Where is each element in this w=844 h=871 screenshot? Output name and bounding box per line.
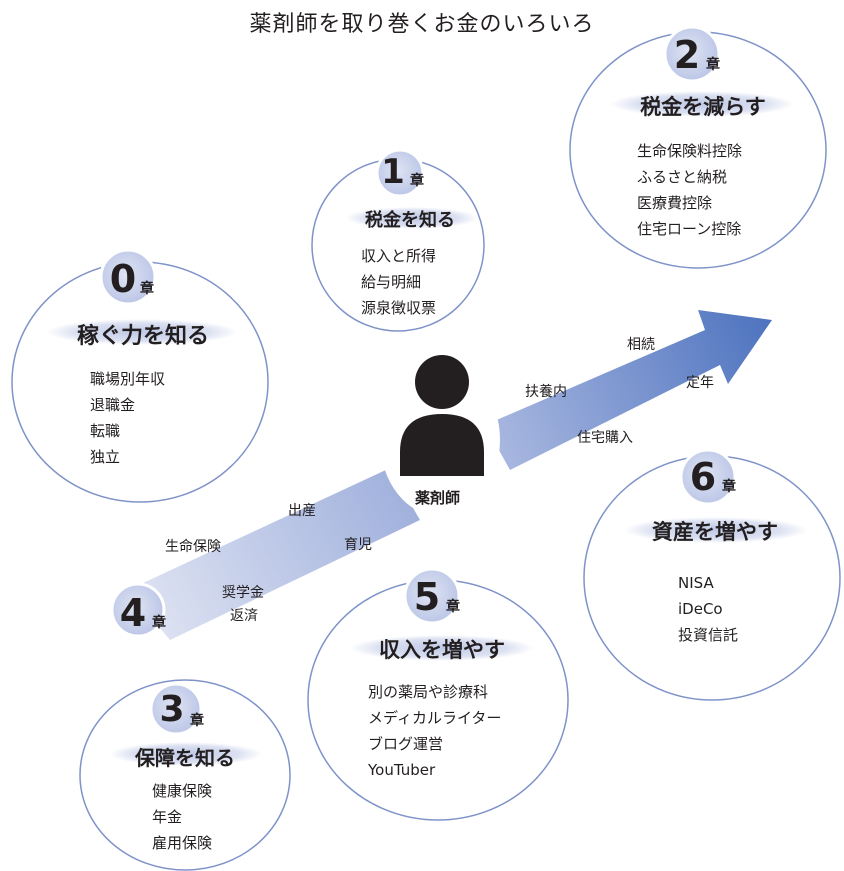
chapter-2-suffix: 章 <box>706 57 720 73</box>
pharmacist-label: 薬剤師 <box>415 489 461 507</box>
chapter-1-suffix: 章 <box>410 173 424 189</box>
list-item: YouTuber <box>368 761 436 779</box>
list-item: 住宅ローン控除 <box>637 220 742 238</box>
lower-arrow <box>128 468 420 640</box>
list-item: 健康保険 <box>152 782 213 800</box>
page-title: 薬剤師を取り巻くお金のいろいろ <box>249 12 595 37</box>
chapter-6-suffix: 章 <box>722 479 736 495</box>
event-label: 住宅購入 <box>577 430 633 446</box>
list-item: 雇用保険 <box>152 834 213 852</box>
event-label: 返済 <box>230 608 258 624</box>
pharmacist-person-icon <box>380 355 500 516</box>
bubble-chapter-1 <box>311 148 485 332</box>
chapter-4-number: 4 <box>119 591 147 635</box>
upper-arrow <box>485 310 772 470</box>
chapter-6-heading: 資産を増やす <box>652 520 778 544</box>
list-item: 収入と所得 <box>361 247 437 265</box>
bubble-chapter-6 <box>583 448 841 701</box>
chapter-0-items: 職場別年収 退職金 転職 独立 <box>90 366 165 470</box>
list-item: 職場別年収 <box>90 370 166 388</box>
bubble-chapter-5 <box>307 567 569 821</box>
chapter-1-heading: 税金を知る <box>365 210 455 231</box>
list-item: NISA <box>678 574 714 592</box>
list-item: 年金 <box>152 808 183 826</box>
chapter-5-number: 5 <box>413 575 441 619</box>
list-item: 独立 <box>90 448 121 466</box>
bubble-chapter-0 <box>11 248 269 503</box>
event-label: 相続 <box>627 337 655 353</box>
list-item: メディカルライター <box>368 709 502 727</box>
chapter-2-items: 生命保険料控除 ふるさと納税 医療費控除 住宅ローン控除 <box>637 138 742 242</box>
chapter-0-suffix: 章 <box>140 281 154 297</box>
event-label: 出産 <box>288 503 316 519</box>
badge-chapter-4 <box>110 582 166 638</box>
list-item: 退職金 <box>90 396 136 414</box>
list-item: 医療費控除 <box>637 194 713 212</box>
event-label: 育児 <box>344 537 372 553</box>
event-label: 生命保険 <box>165 539 221 555</box>
chapter-0-heading: 稼ぐ力を知る <box>76 324 209 349</box>
chapter-6-number: 6 <box>689 455 717 499</box>
list-item: 転職 <box>90 422 121 440</box>
chapter-2-number: 2 <box>673 33 701 77</box>
list-item: 別の薬局や診療科 <box>368 683 489 701</box>
chapter-4-suffix: 章 <box>152 615 166 631</box>
event-label: 扶養内 <box>525 384 567 400</box>
event-label: 定年 <box>686 375 714 391</box>
chapter-1-items: 収入と所得 給与明細 源泉徴収票 <box>361 243 436 321</box>
list-item: iDeCo <box>678 600 723 618</box>
chapter-5-items: 別の薬局や診療科 メディカルライター ブログ運営 YouTuber <box>368 679 501 783</box>
bubble-chapter-3 <box>79 679 291 871</box>
chapter-3-number: 3 <box>159 689 185 730</box>
chapter-5-heading: 収入を増やす <box>379 638 505 662</box>
chapter-6-items: NISA iDeCo 投資信託 <box>678 570 738 648</box>
list-item: 給与明細 <box>361 273 422 291</box>
list-item: 生命保険料控除 <box>637 142 743 160</box>
bubble-chapter-2 <box>569 25 827 269</box>
list-item: 投資信託 <box>678 626 739 644</box>
chapter-3-items: 健康保険 年金 雇用保険 <box>152 778 212 856</box>
list-item: 源泉徴収票 <box>361 299 437 317</box>
chapter-3-suffix: 章 <box>190 713 204 729</box>
event-label: 奨学金 <box>222 585 264 601</box>
chapter-3-heading: 保障を知る <box>135 746 235 770</box>
chapter-1-number: 1 <box>381 152 405 192</box>
chapter-2-heading: 税金を減らす <box>640 95 766 119</box>
list-item: ふるさと納税 <box>637 168 728 186</box>
list-item: ブログ運営 <box>368 735 444 753</box>
chapter-0-number: 0 <box>109 257 137 301</box>
chapter-5-suffix: 章 <box>446 599 460 615</box>
